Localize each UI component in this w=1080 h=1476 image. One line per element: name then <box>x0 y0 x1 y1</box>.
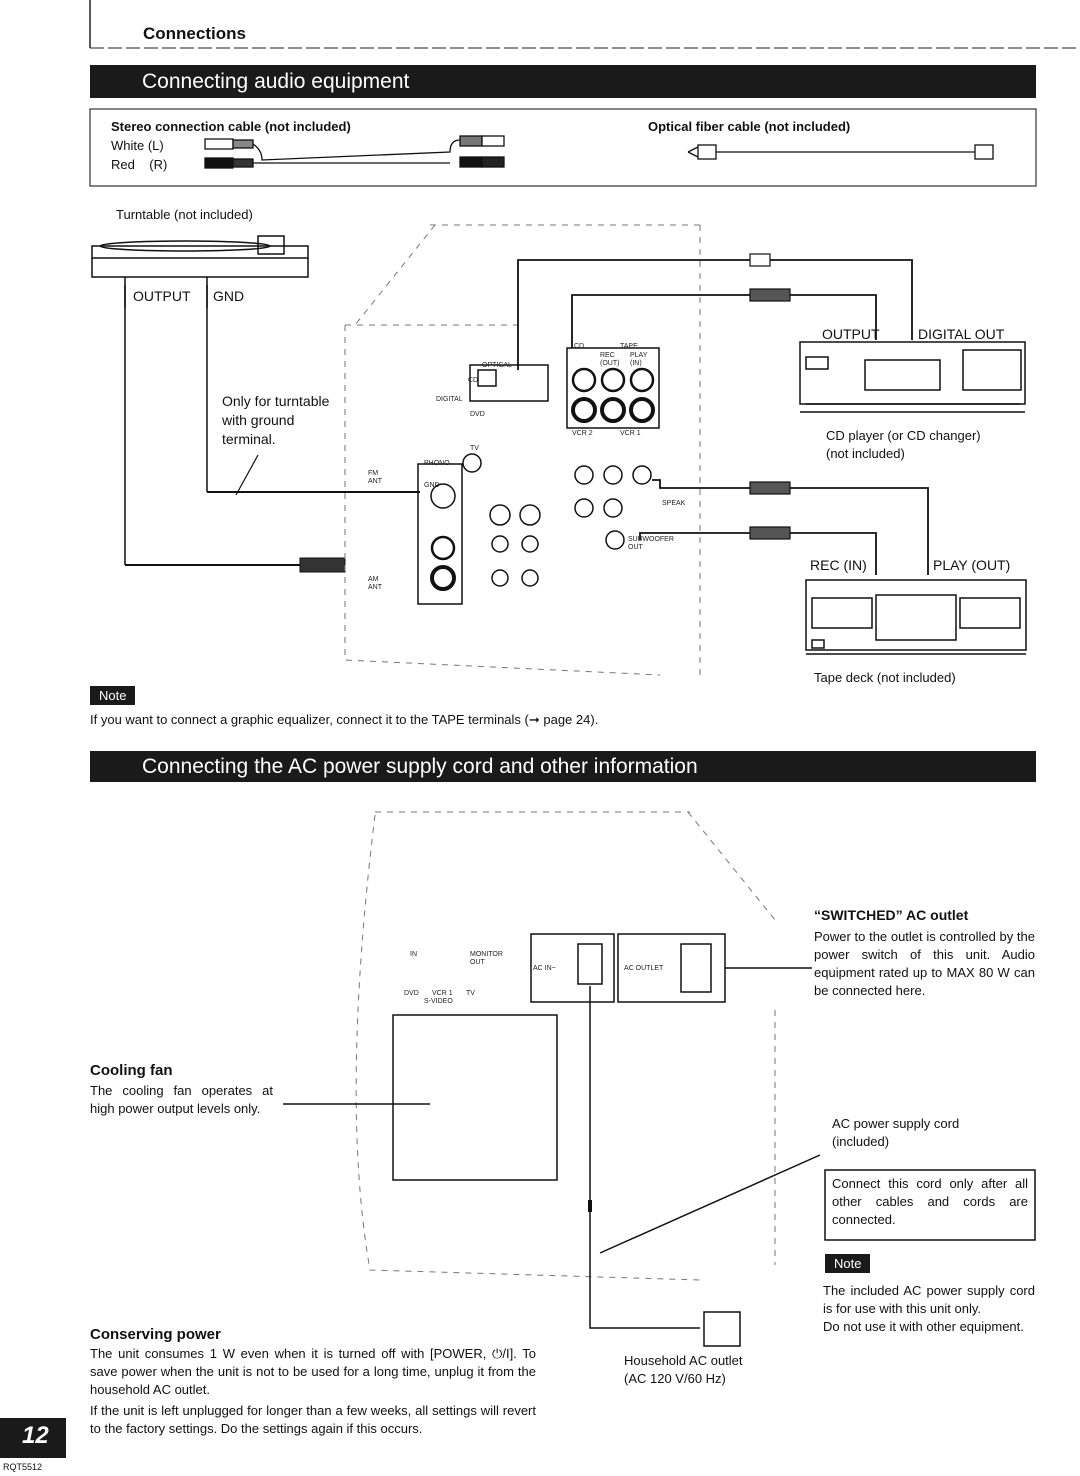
panel-cd-label: CD <box>468 377 479 384</box>
panel-cd-jack-label: CD <box>574 343 585 350</box>
stereo-cable-label: Stereo connection cable (not included) <box>111 119 351 134</box>
panel-play-in-label: PLAY (IN) <box>630 352 648 367</box>
household-outlet-caption: Household AC outlet (AC 120 V/60 Hz) <box>624 1353 743 1386</box>
stereo-red-label: Red (R) <box>111 157 168 172</box>
panel-tv-sv-label: TV <box>466 990 475 997</box>
turntable-output-label: OUTPUT <box>133 288 191 304</box>
panel-vcr2-label: VCR 2 <box>572 430 593 437</box>
panel-subwoofer-label: SUBWOOFER OUT <box>628 536 674 551</box>
page-number: 12 <box>22 1422 49 1449</box>
tape-play-out-label: PLAY (OUT) <box>933 557 1011 573</box>
panel-dvd-label: DVD <box>470 411 485 418</box>
note-text-ac: The included AC power supply cord is for… <box>823 1283 1035 1334</box>
conserving-power-p1: The unit consumes 1 W even when it is tu… <box>90 1346 536 1397</box>
panel-vcr1-label: VCR 1 <box>620 430 641 437</box>
section-title-audio: Connecting audio equipment <box>90 65 1036 98</box>
panel-am-ant-label: AM ANT <box>368 576 382 591</box>
cooling-fan-title: Cooling fan <box>90 1062 173 1079</box>
section-title-ac-power: Connecting the AC power supply cord and … <box>90 751 1036 782</box>
optical-cable-label: Optical fiber cable (not included) <box>648 119 851 134</box>
panel-monitor-out-label: MONITOR OUT <box>470 951 503 966</box>
section-header: Connections <box>143 24 246 43</box>
panel-fm-ant-label: FM ANT <box>368 470 382 485</box>
ground-note: Only for turntable with ground terminal. <box>222 393 330 447</box>
receiver-rear-panel <box>344 224 701 680</box>
switched-outlet-body: Power to the outlet is controlled by the… <box>814 929 1035 998</box>
cd-output-label: OUTPUT <box>822 326 880 342</box>
panel-tape-label: TAPE <box>620 343 638 350</box>
conserving-power-title: Conserving power <box>90 1326 221 1343</box>
switched-outlet-title: “SWITCHED” AC outlet <box>814 907 969 923</box>
ac-cord-label: AC power supply cord (included) <box>832 1116 960 1149</box>
panel-digital-label: DIGITAL <box>436 396 463 403</box>
panel-gnd-label: GND <box>424 482 440 489</box>
ac-in-label: AC IN~ <box>533 965 556 972</box>
cd-digital-out-label: DIGITAL OUT <box>918 326 1005 342</box>
turntable-caption: Turntable (not included) <box>116 207 253 222</box>
turntable-icon <box>91 235 309 565</box>
panel-phono-label: PHONO <box>424 460 450 467</box>
panel-optical-label: OPTICAL <box>482 362 512 369</box>
ac-outlet-label: AC OUTLET <box>624 965 664 972</box>
panel-rec-out-label: REC (OUT) <box>600 352 620 367</box>
ac-cord-warning: Connect this cord only after all other c… <box>832 1176 1028 1227</box>
panel-in-label: IN <box>410 951 417 958</box>
note-text-audio: If you want to connect a graphic equaliz… <box>90 712 599 727</box>
note-badge-audio: Note <box>90 686 136 705</box>
optical-cable-icon <box>687 144 994 160</box>
panel-tv-label: TV <box>470 445 479 452</box>
panel-svideo-label: S-VIDEO <box>424 998 453 1005</box>
stereo-cable-icon <box>204 135 505 169</box>
cd-player-icon <box>799 341 1026 413</box>
tape-rec-in-label: REC (IN) <box>810 557 867 573</box>
cd-player-caption: CD player (or CD changer) (not included) <box>826 428 981 461</box>
turntable-gnd-label: GND <box>213 288 245 304</box>
panel-dvd-sv-label: DVD <box>404 990 419 997</box>
conserving-power-p2: If the unit is left unplugged for longer… <box>90 1403 536 1436</box>
note-badge-ac: Note <box>825 1254 871 1273</box>
panel-speaker-label: SPEAK <box>662 500 686 507</box>
panel-vcr1-sv-label: VCR 1 <box>432 990 453 997</box>
tape-deck-caption: Tape deck (not included) <box>814 670 956 685</box>
stereo-white-label: White (L) <box>111 138 164 153</box>
cooling-fan-body: The cooling fan operates at high power o… <box>90 1083 273 1116</box>
model-code: RQT5512 <box>3 1462 43 1472</box>
tape-deck-icon <box>805 579 1027 655</box>
